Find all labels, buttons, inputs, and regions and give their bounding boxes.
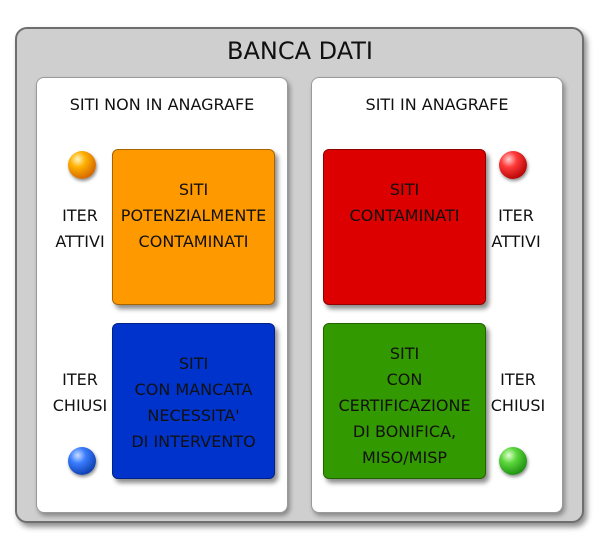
red-ball-icon — [499, 151, 527, 179]
box-line: CONTAMINATI — [138, 232, 249, 251]
label-line: ATTIVI — [491, 232, 541, 251]
box-line: NECESSITA' — [147, 406, 240, 425]
box-siti-con-mancata-necessita: SITI CON MANCATA NECESSITA' DI INTERVENT… — [112, 323, 275, 479]
box-line: DI INTERVENTO — [131, 432, 256, 451]
box-line: SITI — [178, 354, 209, 373]
orange-ball-icon — [68, 151, 96, 179]
box-line: CERTIFICAZIONE — [338, 396, 471, 415]
label-line: ATTIVI — [55, 232, 105, 251]
box-line: CON — [386, 370, 423, 389]
label-iter-attivi-left: ITER ATTIVI — [52, 203, 108, 255]
box-line: SITI — [178, 180, 209, 199]
label-line: ITER — [62, 370, 98, 389]
label-line: CHIUSI — [52, 396, 108, 415]
label-iter-attivi-right: ITER ATTIVI — [488, 203, 544, 255]
box-siti-potenzialmente-contaminati: SITI POTENZIALMENTE CONTAMINATI — [112, 149, 275, 305]
box-line: MISO/MISP — [362, 448, 447, 467]
label-line: ITER — [500, 370, 536, 389]
box-line: DI BONIFICA, — [352, 422, 457, 441]
label-line: ITER — [498, 206, 534, 225]
green-ball-icon — [499, 447, 527, 475]
box-line: CONTAMINATI — [349, 206, 460, 225]
label-line: CHIUSI — [490, 396, 546, 415]
box-siti-contaminati: SITI CONTAMINATI — [323, 149, 486, 305]
box-line: CON MANCATA — [134, 380, 253, 399]
panel-title-non-in-anagrafe: SITI NON IN ANAGRAFE — [69, 95, 255, 114]
box-line: SITI — [389, 344, 420, 363]
blue-ball-icon — [68, 447, 96, 475]
label-iter-chiusi-left: ITER CHIUSI — [40, 367, 120, 419]
diagram-title: BANCA DATI — [227, 37, 373, 65]
box-siti-con-certificazione: SITI CON CERTIFICAZIONE DI BONIFICA, MIS… — [323, 323, 486, 479]
box-line: POTENZIALMENTE — [120, 206, 267, 225]
panel-title-in-anagrafe: SITI IN ANAGRAFE — [365, 95, 509, 114]
label-iter-chiusi-right: ITER CHIUSI — [478, 367, 558, 419]
label-line: ITER — [62, 206, 98, 225]
box-line: SITI — [389, 180, 420, 199]
